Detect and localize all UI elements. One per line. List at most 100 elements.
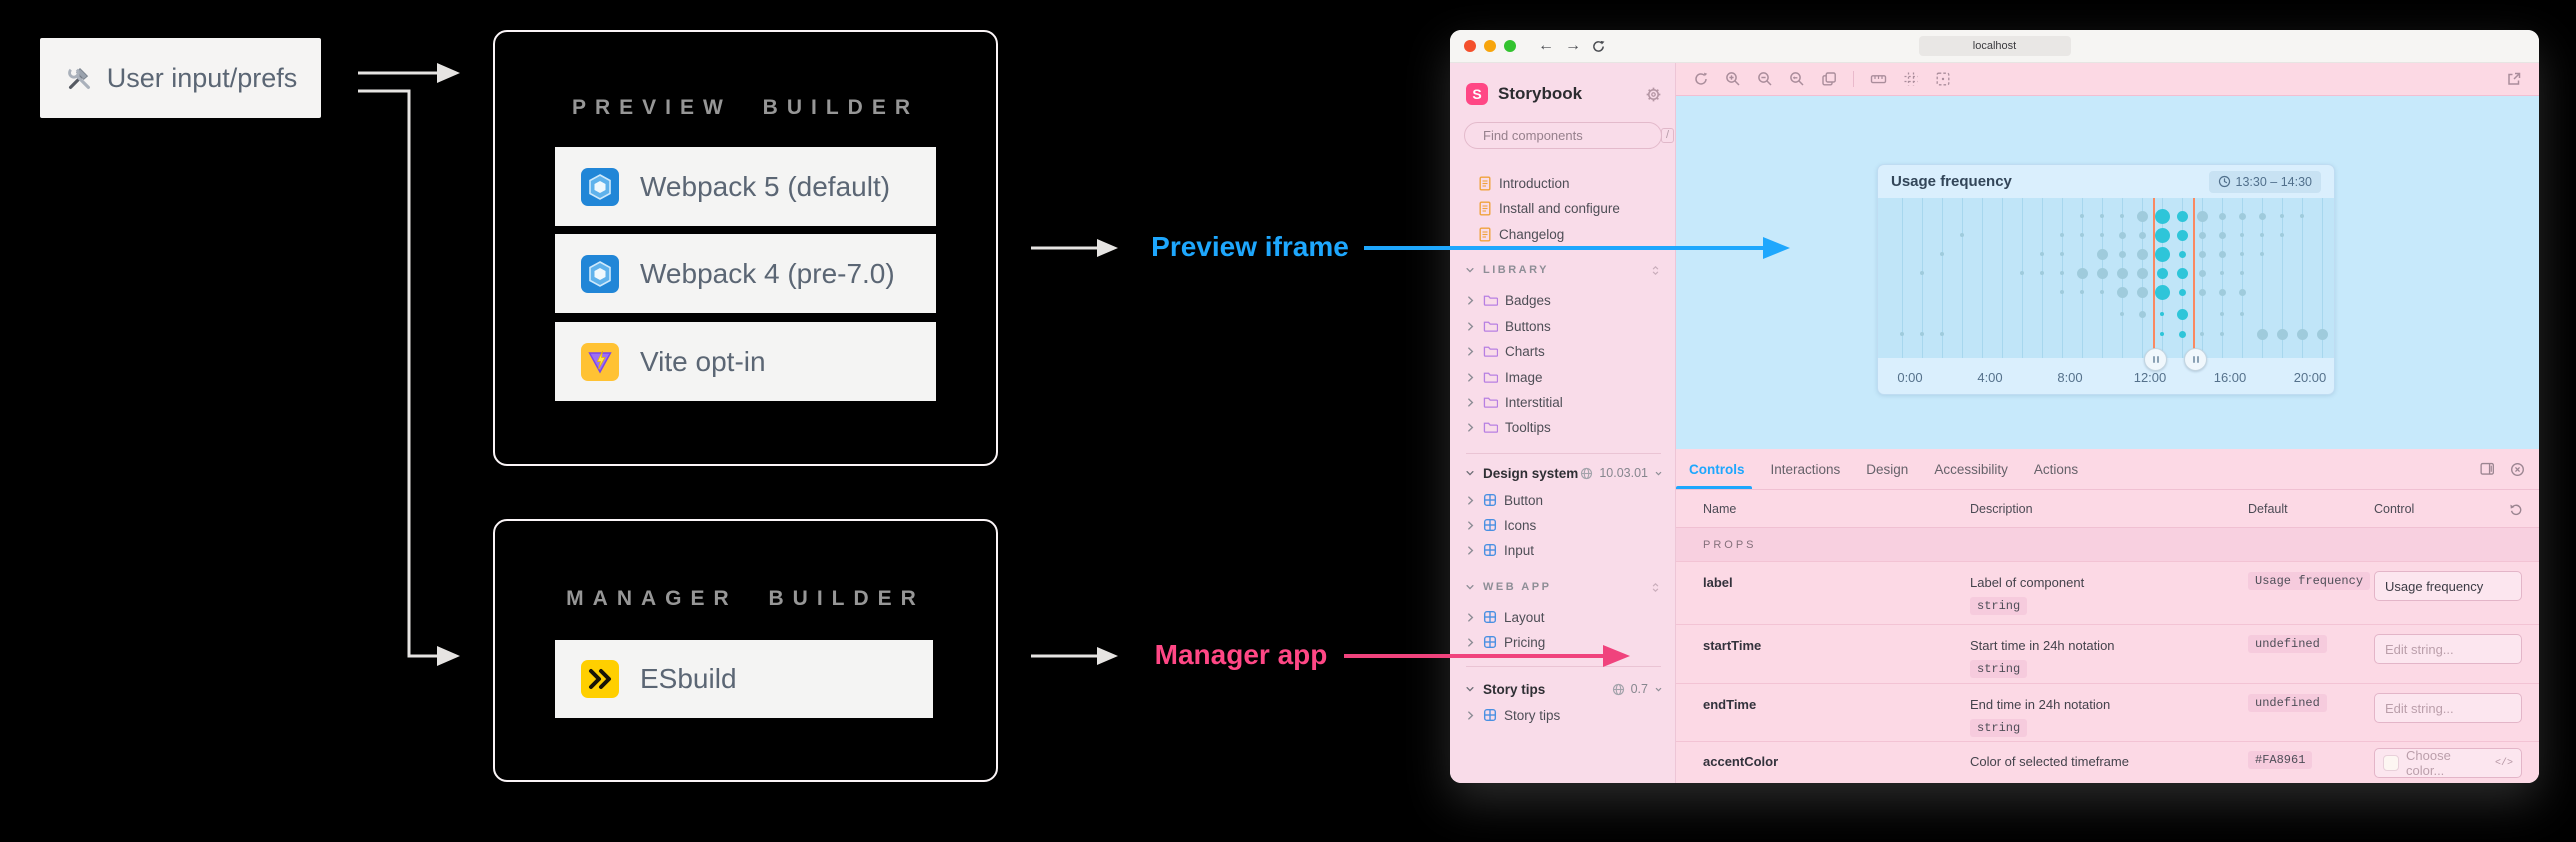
sidebar-folder-tooltips[interactable]: Tooltips — [1450, 415, 1675, 439]
usage-dot — [2160, 312, 2164, 316]
measure-icon[interactable] — [1870, 71, 1887, 87]
reset-controls-icon[interactable] — [2509, 502, 2523, 516]
prop-type-badge: string — [1970, 597, 2028, 615]
tab-design[interactable]: Design — [1866, 461, 1909, 477]
usage-dot — [2260, 252, 2264, 256]
chevron-right-icon — [1468, 495, 1474, 505]
prop-name: endTime — [1703, 697, 1757, 712]
zoom-reset-icon[interactable] — [1789, 71, 1805, 87]
timeframe-slider-handle[interactable] — [2184, 348, 2207, 371]
outline-icon[interactable] — [1935, 71, 1951, 87]
close-icon[interactable] — [2510, 462, 2525, 477]
component-icon — [1483, 635, 1497, 649]
chevron-right-icon — [1468, 520, 1474, 530]
gridline — [2222, 198, 2223, 358]
sidebar-component-layout[interactable]: Layout — [1450, 605, 1675, 629]
usage-dot — [2154, 208, 2170, 224]
back-button[interactable]: ← — [1538, 37, 1554, 54]
prop-name: label — [1703, 575, 1733, 590]
builder-option-esbuild: ESbuild — [555, 640, 933, 718]
grid-icon[interactable] — [1903, 71, 1919, 87]
usage-dot — [2040, 252, 2044, 256]
tab-controls[interactable]: Controls — [1676, 449, 1758, 489]
maximize-window-button[interactable] — [1504, 40, 1516, 52]
folder-icon — [1483, 295, 1498, 306]
sidebar-component-icons[interactable]: Icons — [1450, 513, 1675, 537]
prop-name: startTime — [1703, 638, 1762, 653]
sort-icon[interactable] — [1650, 264, 1661, 277]
sort-icon[interactable] — [1650, 581, 1661, 594]
search-input[interactable] — [1481, 127, 1661, 144]
startTime-control-input[interactable] — [2374, 634, 2522, 664]
usage-dot — [2138, 231, 2146, 239]
minimize-window-button[interactable] — [1484, 40, 1496, 52]
label-control-input[interactable] — [2374, 571, 2522, 601]
timeframe-badge: 13:30 – 14:30 — [2208, 170, 2321, 193]
forward-button[interactable]: → — [1565, 37, 1581, 54]
vite-icon — [581, 342, 619, 381]
usage-dot — [2198, 269, 2206, 277]
tab-accessibility[interactable]: Accessibility — [1934, 461, 2008, 477]
external-link-icon[interactable] — [2506, 71, 2522, 87]
sidebar-component-button[interactable]: Button — [1450, 488, 1675, 512]
sidebar-divider — [1466, 666, 1661, 667]
accentColor-control[interactable]: Choose color... </> — [2374, 748, 2522, 778]
sidebar-group-story-tips[interactable]: Story tips 0.7 — [1450, 677, 1675, 701]
gridline — [1962, 198, 1963, 358]
sidebar-folder-interstitial[interactable]: Interstitial — [1450, 390, 1675, 414]
sidebar-folder-image[interactable]: Image — [1450, 365, 1675, 389]
builder-option-label: Vite opt-in — [640, 345, 766, 377]
background-icon[interactable] — [1821, 71, 1837, 87]
sidebar-item-introduction[interactable]: Introduction — [1450, 171, 1675, 195]
usage-dot — [2116, 286, 2128, 298]
sidebar-item-install[interactable]: Install and configure — [1450, 196, 1675, 220]
close-window-button[interactable] — [1464, 40, 1476, 52]
version-selector[interactable]: 10.03.01 — [1580, 466, 1663, 480]
column-name: Name — [1703, 502, 1737, 516]
gear-icon[interactable] — [1646, 87, 1661, 102]
chevron-down-icon — [1466, 584, 1474, 590]
sidebar-item-changelog[interactable]: Changelog — [1450, 222, 1675, 246]
sidebar-folder-buttons[interactable]: Buttons — [1450, 314, 1675, 338]
prop-description: Label of component — [1970, 575, 2085, 590]
component-icon — [1483, 493, 1497, 507]
prop-description: Color of selected timeframe — [1970, 754, 2129, 769]
sidebar-component-pricing[interactable]: Pricing — [1450, 630, 1675, 654]
usage-dot — [2218, 212, 2226, 220]
axis-tick-label: 20:00 — [2293, 370, 2327, 385]
usage-dot — [2138, 310, 2146, 318]
sidebar-section-library[interactable]: LIBRARY — [1450, 260, 1675, 280]
usage-dot — [2120, 214, 2124, 218]
usage-dot — [2178, 330, 2186, 338]
sidebar-component-story-tips[interactable]: Story tips — [1450, 703, 1675, 727]
search-input-box[interactable]: / — [1464, 122, 1675, 149]
version-selector[interactable]: 0.7 — [1612, 682, 1663, 696]
endTime-control-input[interactable] — [2374, 693, 2522, 723]
gridline — [2322, 198, 2323, 358]
zoom-out-icon[interactable] — [1757, 71, 1773, 87]
remount-icon[interactable] — [1693, 71, 1709, 87]
timeframe-slider-handle[interactable] — [2144, 348, 2167, 371]
tab-interactions[interactable]: Interactions — [1770, 461, 1841, 477]
sidebar-component-input[interactable]: Input — [1450, 538, 1675, 562]
gridline — [2042, 198, 2043, 358]
reload-button[interactable] — [1592, 40, 1605, 53]
url-bar[interactable]: localhost — [1918, 36, 2071, 56]
selection-line — [2153, 198, 2155, 358]
chevron-right-icon — [1468, 372, 1474, 382]
sidebar-folder-badges[interactable]: Badges — [1450, 288, 1675, 312]
usage-dot — [2218, 288, 2226, 296]
builder-option-label: ESbuild — [640, 663, 737, 694]
usage-dot — [1940, 252, 1944, 256]
sidebar-folder-charts[interactable]: Charts — [1450, 339, 1675, 363]
sidebar-group-design-system[interactable]: Design system 10.03.01 — [1450, 461, 1675, 485]
usage-dot — [2080, 290, 2084, 294]
tools-icon — [67, 67, 90, 89]
sidebar-section-web-app[interactable]: WEB APP — [1450, 577, 1675, 597]
usage-dot — [1920, 271, 1924, 275]
zoom-in-icon[interactable] — [1725, 71, 1741, 87]
code-icon[interactable]: </> — [2494, 757, 2513, 769]
tab-actions[interactable]: Actions — [2033, 461, 2079, 477]
panel-position-icon[interactable] — [2480, 462, 2495, 476]
